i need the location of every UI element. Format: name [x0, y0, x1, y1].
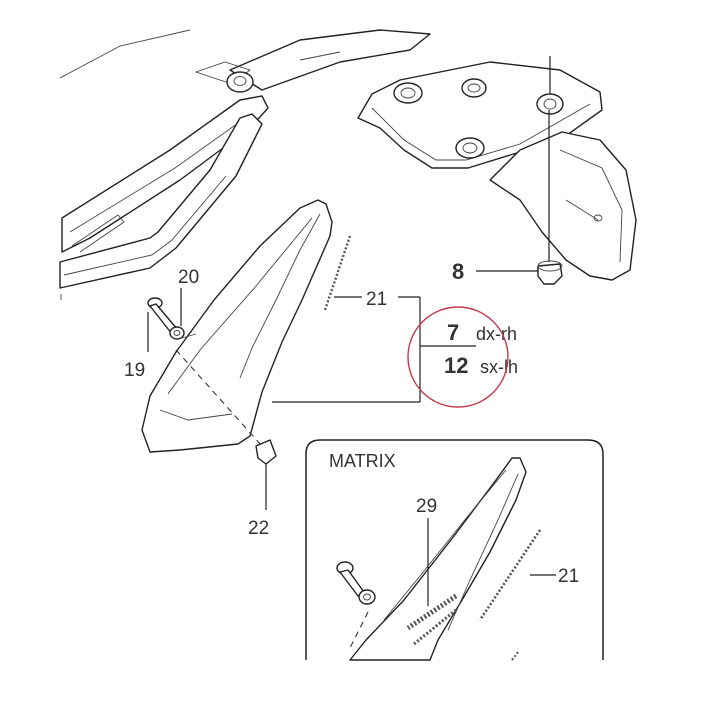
inset-title: MATRIX: [329, 451, 396, 471]
part-20-washer: [169, 326, 185, 340]
frame-tubes: [59, 29, 431, 289]
inset-washer: [358, 589, 376, 605]
part-22-nut: [255, 439, 277, 465]
callout-8: 8: [452, 259, 464, 284]
callout-22: 22: [248, 518, 269, 539]
label-sx-lh: sx-lh: [480, 357, 518, 377]
matrix-inset: MATRIX 29 21: [305, 439, 604, 661]
label-dx-rh: dx-rh: [476, 324, 517, 344]
inset-callout-29: 29: [416, 496, 437, 517]
callout-12: 12: [444, 353, 468, 378]
callout-20: 20: [178, 267, 199, 288]
callout-21-bracket: [272, 296, 476, 403]
decal-21-text: [323, 235, 352, 311]
callout-21: 21: [366, 289, 387, 310]
callout-7: 7: [447, 320, 459, 345]
inset-callout-21: 21: [558, 566, 579, 587]
callout-19: 19: [124, 360, 145, 381]
frame-bolt: [226, 71, 254, 93]
inset-stripe-decal: [406, 593, 458, 631]
part-8-grommet: [537, 260, 563, 285]
inset-bolt: [336, 561, 365, 597]
highlight-circle: [407, 306, 509, 408]
side-panel-main: [141, 199, 333, 453]
mounting-bracket: [357, 61, 637, 281]
